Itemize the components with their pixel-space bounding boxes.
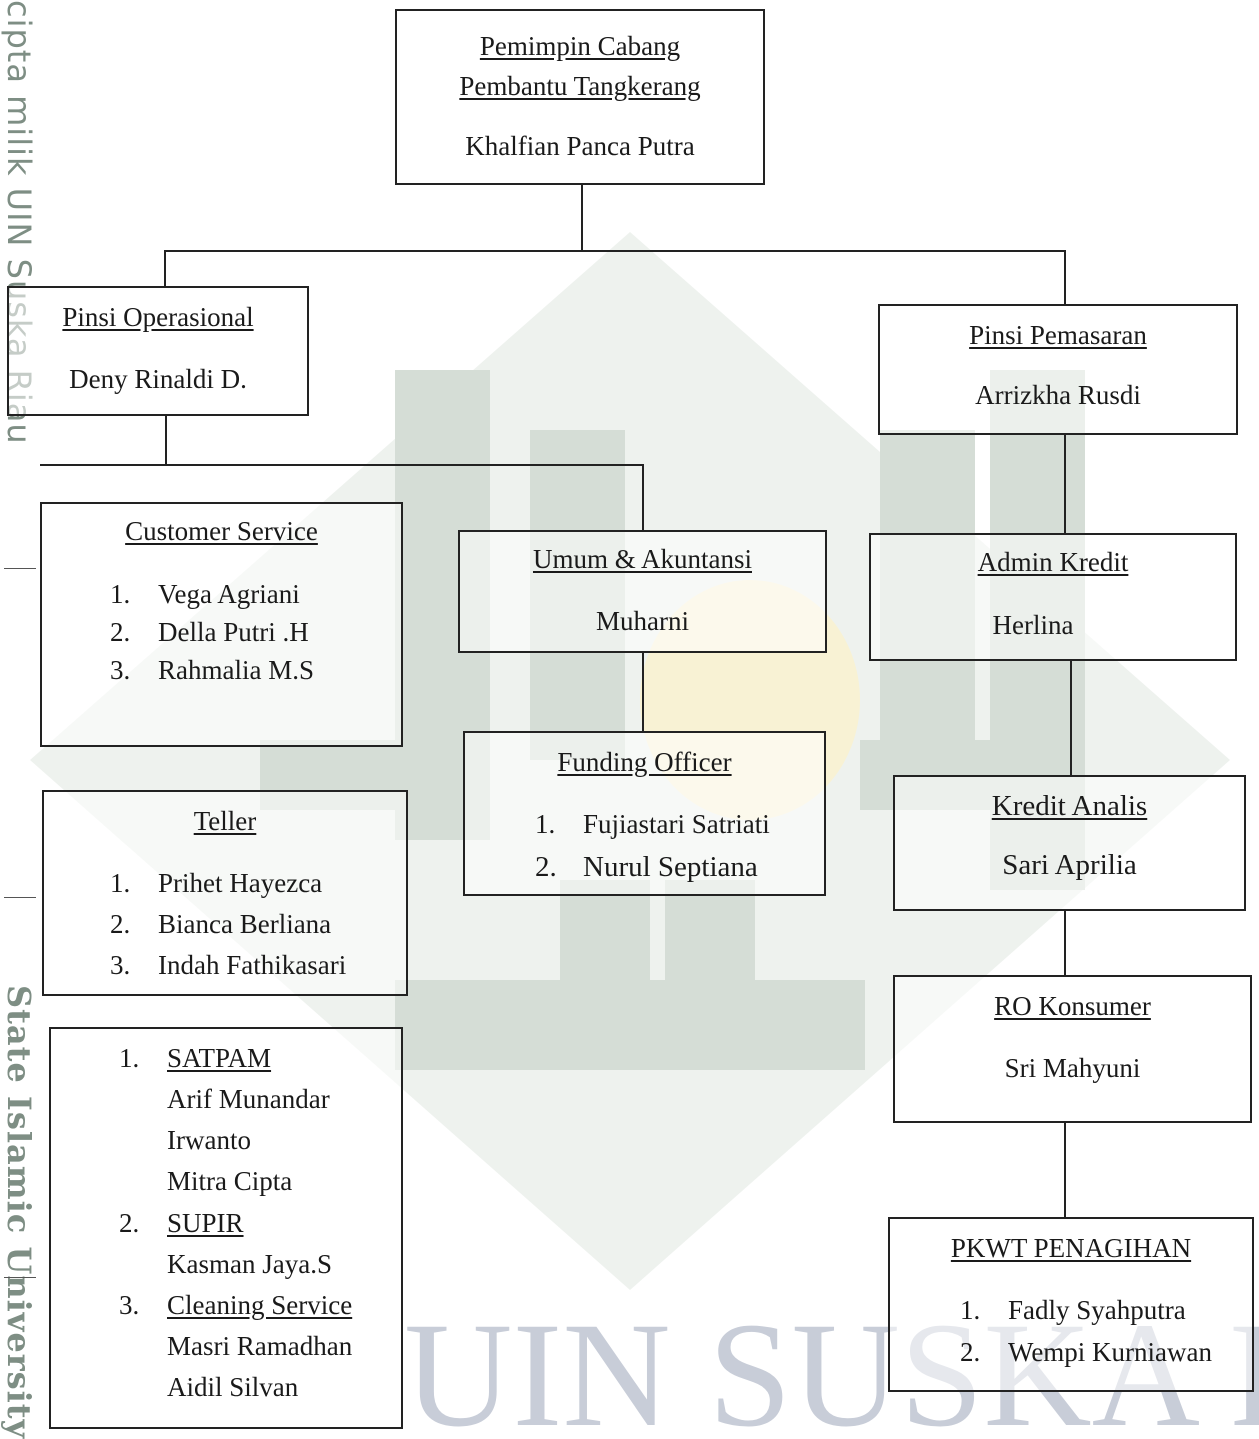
side-divider — [4, 568, 36, 569]
operasional-title: Pinsi Operasional — [62, 302, 254, 332]
kredit-analis-name: Sari Aprilia — [1002, 849, 1137, 881]
list-name: Fujiastari Satriati — [583, 809, 770, 839]
pemasaran-box: Pinsi Pemasaran Arrizkha Rusdi — [878, 304, 1238, 435]
list-number: 1. — [110, 579, 131, 609]
connector — [1064, 434, 1066, 534]
support-group-supir: 2. SUPIR — [119, 1208, 244, 1239]
list-item: 3. Indah Fathikasari — [110, 950, 346, 981]
list-number: 1. — [110, 868, 131, 898]
pkwt-box: PKWT PENAGIHAN 1. Fadly Syahputra 2. Wempi… — [888, 1217, 1254, 1392]
umum-title: Umum & Akuntansi — [532, 544, 752, 574]
support-group-cleaning: 3. Cleaning Service — [119, 1290, 352, 1321]
kredit-analis-title: Kredit Analis — [991, 790, 1148, 822]
list-number: 2. — [110, 617, 131, 647]
funding-officer-box: Funding Officer 1. Fujiastari Satriati 2.… — [463, 731, 826, 896]
connector — [581, 184, 583, 250]
support-name: Aidil Silvan — [167, 1372, 299, 1402]
list-number: 1. — [119, 1043, 140, 1073]
support-group-title: SUPIR — [167, 1208, 244, 1238]
connector — [1064, 250, 1066, 305]
list-item: 1. Prihet Hayezca — [110, 868, 322, 899]
connector — [1070, 660, 1072, 776]
side-divider — [4, 897, 36, 898]
teller-title: Teller — [193, 806, 257, 836]
side-watermark: cipta milik UIN Suska Riau State Islamic… — [0, 0, 40, 1439]
ro-konsumer-title: RO Konsumer — [994, 991, 1151, 1021]
list-number: 2. — [119, 1208, 140, 1238]
root-title-line2: Pembantu Tangkerang — [459, 71, 701, 101]
list-item: 3. Rahmalia M.S — [110, 655, 314, 686]
kredit-analis-box: Kredit Analis Sari Aprilia — [893, 775, 1246, 911]
list-number: 2. — [535, 851, 557, 883]
list-item: 2. Bianca Berliana — [110, 909, 331, 940]
connector — [164, 250, 166, 287]
support-name: Irwanto — [167, 1125, 251, 1155]
customer-service-title: Customer Service — [125, 516, 318, 546]
list-item: 1. Fujiastari Satriati — [535, 809, 770, 840]
list-number: 1. — [535, 809, 556, 839]
list-name: Prihet Hayezca — [158, 868, 323, 898]
connector — [40, 464, 643, 466]
list-name: Rahmalia M.S — [158, 655, 314, 685]
connector — [1064, 910, 1066, 976]
connector — [1064, 1122, 1066, 1218]
operasional-name: Deny Rinaldi D. — [69, 364, 247, 394]
admin-kredit-title: Admin Kredit — [977, 547, 1129, 577]
ro-konsumer-box: RO Konsumer Sri Mahyuni — [893, 975, 1252, 1123]
list-number: 3. — [110, 950, 131, 980]
list-name: Bianca Berliana — [158, 909, 332, 939]
connector — [642, 464, 644, 531]
list-item: 2. Nurul Septiana — [535, 851, 758, 884]
list-name: Vega Agriani — [158, 579, 300, 609]
umum-name: Muharni — [596, 606, 689, 636]
connector — [642, 652, 644, 732]
root-box: Pemimpin Cabang Pembantu Tangkerang Khal… — [395, 9, 765, 185]
support-group-title: Cleaning Service — [167, 1290, 353, 1320]
pemasaran-name: Arrizkha Rusdi — [975, 380, 1141, 410]
root-name: Khalfian Panca Putra — [465, 131, 695, 161]
list-number: 2. — [110, 909, 131, 939]
support-group-satpam: 1. SATPAM — [119, 1043, 271, 1074]
teller-box: Teller 1. Prihet Hayezca 2. Bianca Berlian… — [42, 790, 408, 996]
list-number: 1. — [960, 1295, 981, 1325]
support-name: Arif Munandar — [167, 1084, 330, 1114]
operasional-box: Pinsi Operasional Deny Rinaldi D. — [7, 286, 309, 416]
list-item: 1. Vega Agriani — [110, 579, 300, 610]
list-name: Wempi Kurniawan — [1008, 1337, 1213, 1367]
customer-service-box: Customer Service 1. Vega Agriani 2. Della … — [40, 502, 403, 747]
pkwt-title: PKWT PENAGIHAN — [950, 1233, 1192, 1263]
side-divider — [4, 1277, 36, 1278]
list-number: 3. — [110, 655, 131, 685]
pemasaran-title: Pinsi Pemasaran — [969, 320, 1147, 350]
list-name: Della Putri .H — [158, 617, 309, 647]
admin-kredit-name: Herlina — [992, 610, 1074, 640]
side-watermark-bottom: State Islamic University — [0, 985, 38, 1439]
support-group-title: SATPAM — [167, 1043, 272, 1073]
list-item: 2. Della Putri .H — [110, 617, 309, 648]
support-staff-box: 1. SATPAM Arif Munandar Irwanto Mitra Cip… — [49, 1027, 403, 1429]
list-item: 1. Fadly Syahputra — [960, 1295, 1186, 1326]
root-title-line1: Pemimpin Cabang — [479, 31, 681, 61]
support-name: Mitra Cipta — [167, 1166, 293, 1196]
admin-kredit-box: Admin Kredit Herlina — [869, 533, 1237, 661]
list-number: 3. — [119, 1290, 140, 1320]
support-name: Kasman Jaya.S — [167, 1249, 332, 1279]
umum-box: Umum & Akuntansi Muharni — [458, 530, 827, 653]
list-name: Nurul Septiana — [583, 851, 758, 883]
list-number: 2. — [960, 1337, 981, 1367]
funding-officer-title: Funding Officer — [557, 747, 732, 777]
list-name: Indah Fathikasari — [158, 950, 347, 980]
support-name: Masri Ramadhan — [167, 1331, 353, 1361]
list-item: 2. Wempi Kurniawan — [960, 1337, 1212, 1368]
list-name: Fadly Syahputra — [1008, 1295, 1186, 1325]
ro-konsumer-name: Sri Mahyuni — [1004, 1053, 1141, 1083]
connector — [164, 250, 1065, 252]
connector — [165, 415, 167, 464]
